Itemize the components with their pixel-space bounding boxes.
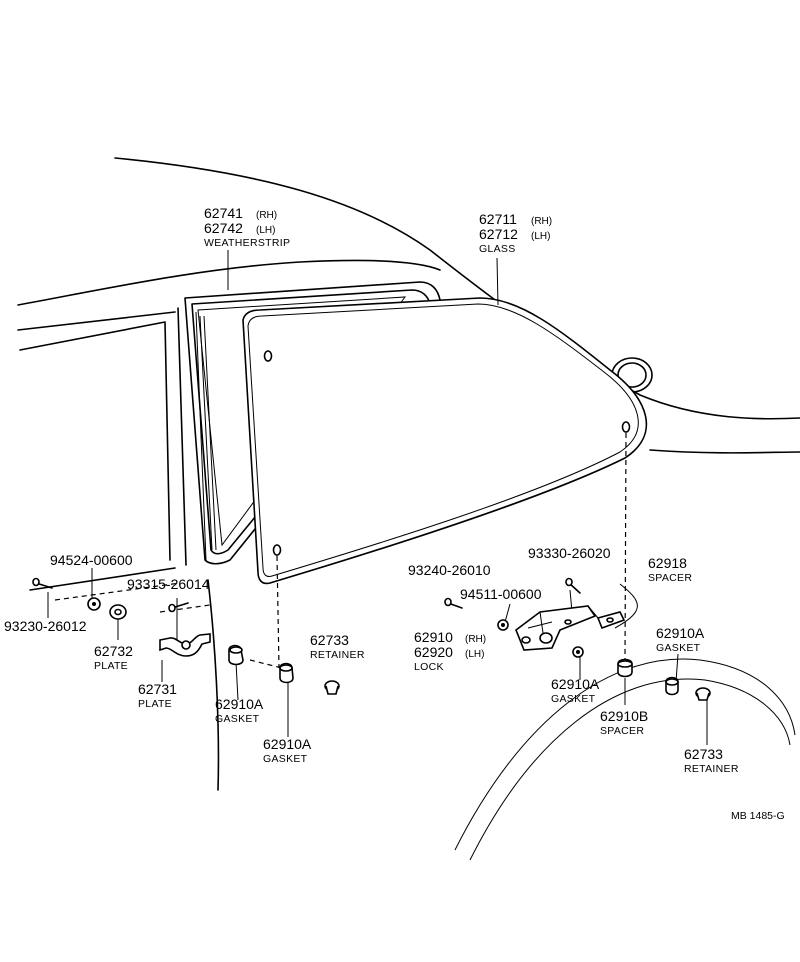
label-spacer-62910b: 62910B SPACER — [600, 708, 648, 737]
label-gasket-left-a: 62910A GASKET — [215, 696, 264, 725]
spacer-62918-name: SPACER — [648, 572, 692, 584]
retainer-right-name: RETAINER — [684, 763, 739, 775]
spacer-62910b — [617, 658, 633, 678]
label-spacer-62918: 62918 SPACER — [648, 555, 692, 584]
label-gasket-right-a: 62910A GASKET — [551, 676, 600, 705]
retainer-left-number: 62733 — [310, 632, 349, 648]
plate-62732-number: 62732 — [94, 643, 133, 659]
label-weatherstrip: 62741 (RH) 62742 (LH) WEATHERSTRIP — [204, 205, 290, 249]
gasket-right-a-name: GASKET — [551, 693, 596, 705]
screw-93230 — [32, 577, 53, 589]
retainer-right-number: 62733 — [684, 746, 723, 762]
gasket-left-b-number: 62910A — [263, 736, 312, 752]
label-retainer-left: 62733 RETAINER — [310, 632, 365, 661]
gasket-right-b-number: 62910A — [656, 625, 705, 641]
label-nut-94511: 94511-00600 — [460, 586, 542, 602]
retainer-left-name: RETAINER — [310, 649, 365, 661]
glass-number-lh: 62712 — [479, 226, 518, 242]
label-lock: 62910 (RH) 62920 (LH) LOCK — [414, 629, 486, 673]
label-screw-93230: 93230-26012 — [4, 618, 87, 634]
weatherstrip-name: WEATHERSTRIP — [204, 237, 290, 249]
plate-62731 — [159, 633, 211, 657]
label-screw-94524: 94524-00600 — [50, 552, 133, 568]
gasket-right-b-name: GASKET — [656, 642, 701, 654]
glass-name: GLASS — [479, 243, 516, 255]
spacer-62918 — [596, 611, 626, 630]
lock-suffix-rh: (RH) — [465, 634, 486, 645]
label-screw-93330: 93330-26020 — [528, 545, 611, 561]
spacer-62910b-name: SPACER — [600, 725, 644, 737]
plate-62732 — [109, 604, 127, 620]
glass-number-rh: 62711 — [479, 211, 517, 227]
plate-62732-name: PLATE — [94, 660, 128, 672]
screw-93330 — [565, 577, 581, 594]
label-retainer-right: 62733 RETAINER — [684, 746, 739, 775]
gasket-left-a-number: 62910A — [215, 696, 264, 712]
plate-62731-name: PLATE — [138, 698, 172, 710]
weatherstrip-number-rh: 62741 — [204, 205, 243, 221]
gasket-left-b — [279, 662, 294, 684]
gasket-right-a-number: 62910A — [551, 676, 600, 692]
lock-number-rh: 62910 — [414, 629, 453, 645]
glass-suffix-rh: (RH) — [531, 216, 552, 227]
glass-panel — [242, 297, 648, 585]
label-bolt-93315: 93315-26014 — [127, 576, 210, 592]
label-glass: 62711 (RH) 62712 (LH) GLASS — [479, 211, 552, 255]
label-screw-93240: 93240-26010 — [408, 562, 491, 578]
spacer-62910b-number: 62910B — [600, 708, 648, 724]
label-plate-62731: 62731 PLATE — [138, 681, 177, 710]
lock-name: LOCK — [414, 661, 444, 673]
gasket-right-b — [665, 676, 679, 696]
retainer-right — [695, 687, 711, 701]
nut-94524 — [87, 597, 101, 611]
gasket-left-b-name: GASKET — [263, 753, 308, 765]
leader-lines — [47, 250, 708, 745]
weatherstrip-suffix-rh: (RH) — [256, 210, 277, 221]
lock-assembly — [515, 605, 597, 651]
lock-suffix-lh: (LH) — [465, 649, 484, 660]
drawing-code: MB 1485-G — [731, 810, 785, 822]
weatherstrip-suffix-lh: (LH) — [256, 225, 275, 236]
plate-62731-number: 62731 — [138, 681, 177, 697]
retainer-left — [324, 680, 340, 695]
glass-suffix-lh: (LH) — [531, 231, 550, 242]
screw-93240 — [444, 597, 463, 609]
lock-number-lh: 62920 — [414, 644, 453, 660]
weatherstrip-number-lh: 62742 — [204, 220, 243, 236]
bolt-93315 — [168, 602, 189, 613]
gasket-left-a — [228, 644, 244, 666]
nut-94511 — [497, 619, 509, 631]
label-gasket-left-b: 62910A GASKET — [263, 736, 312, 765]
label-gasket-right-b: 62910A GASKET — [656, 625, 705, 654]
gasket-left-a-name: GASKET — [215, 713, 260, 725]
spacer-62918-number: 62918 — [648, 555, 687, 571]
gasket-right-a — [572, 646, 584, 658]
label-plate-62732: 62732 PLATE — [94, 643, 133, 672]
